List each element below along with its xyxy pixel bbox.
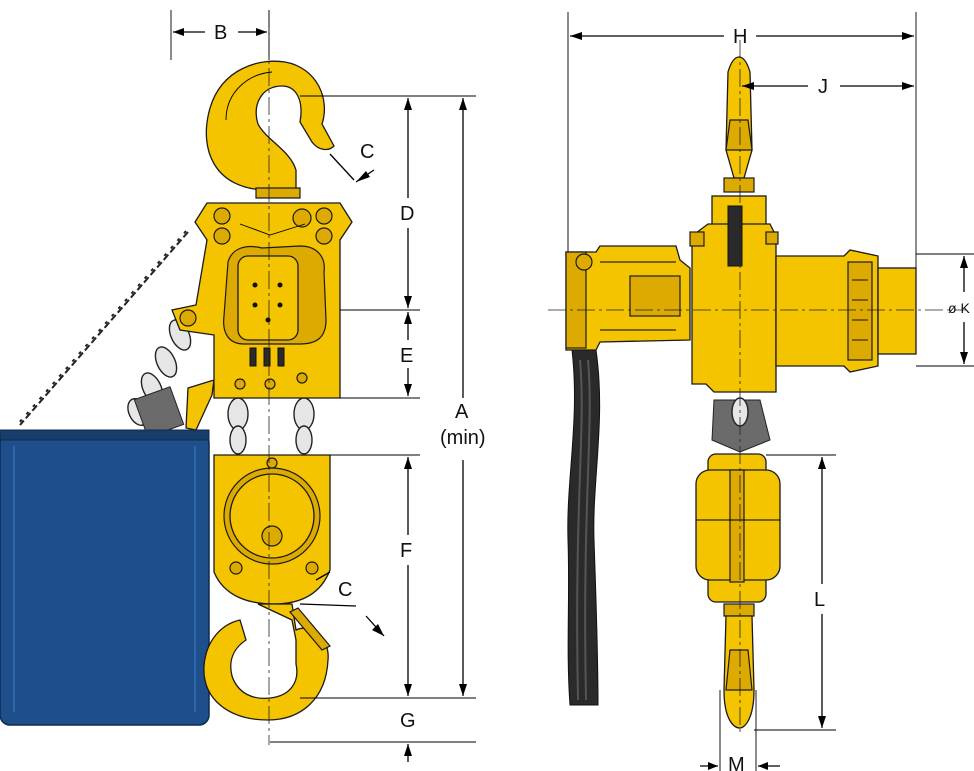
- hanging-chains: [227, 397, 315, 455]
- dim-label-b: B: [214, 22, 227, 44]
- dim-label-c-lower: C: [338, 579, 352, 601]
- load-chain-links: [127, 319, 215, 438]
- air-hoses: [567, 349, 601, 706]
- lower-block: [213, 454, 331, 605]
- slack-chain: [17, 230, 189, 426]
- dim-label-g: G: [400, 710, 416, 732]
- dim-label-d: D: [400, 203, 414, 225]
- bottom-hook-side: [723, 603, 755, 729]
- dim-label-f: F: [400, 540, 412, 562]
- top-hook-side: [723, 56, 755, 193]
- brake-drum: [775, 249, 917, 373]
- side-dimensions: H J ø K L M: [567, 12, 974, 771]
- dim-label-m: M: [728, 754, 745, 771]
- top-hook: [205, 60, 335, 199]
- dim-label-k: ø K: [948, 300, 970, 316]
- side-view: [548, 40, 966, 735]
- hoist-housing: [171, 202, 353, 399]
- motor-assembly: [565, 245, 691, 351]
- bottom-hook: [203, 603, 331, 721]
- dim-label-j: J: [818, 76, 828, 98]
- front-view: [0, 10, 420, 745]
- dim-label-a: A: [455, 401, 469, 423]
- dim-label-e: E: [400, 345, 413, 367]
- dim-label-a-note: (min): [440, 427, 486, 449]
- lower-block-side: [695, 397, 781, 603]
- chain-bucket: [0, 429, 210, 726]
- dim-label-h: H: [733, 26, 747, 48]
- front-dimensions: B D E F G A (min): [170, 10, 486, 762]
- dim-label-c-upper: C: [360, 141, 374, 163]
- dim-label-l: L: [814, 589, 825, 611]
